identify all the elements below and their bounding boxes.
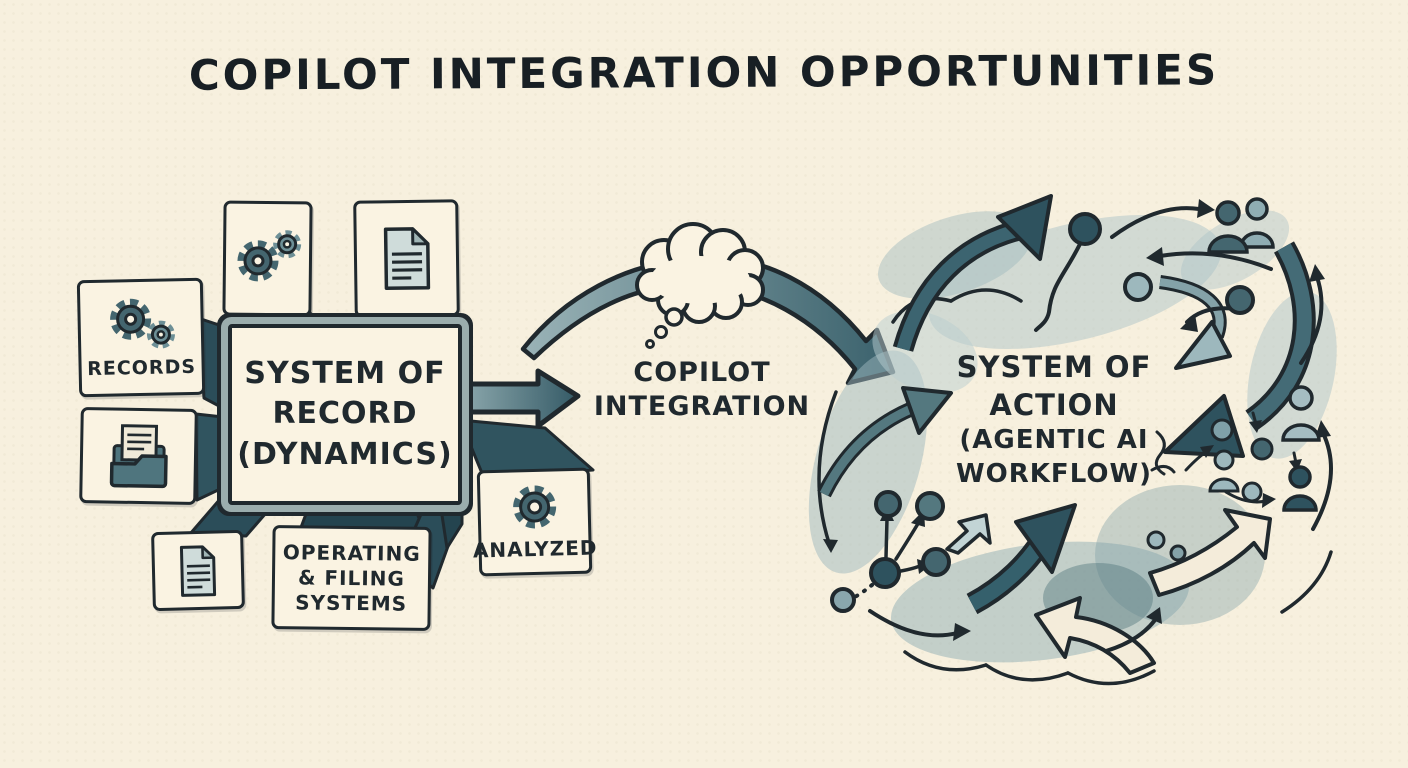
- system-of-record-line1: SYSTEM OF: [244, 355, 446, 391]
- system-of-record-line3: (DYNAMICS): [237, 436, 453, 472]
- copilot-integration-line1: COPILOT: [633, 357, 771, 388]
- person-icon: [1282, 465, 1318, 512]
- analyzed-box-label: ANALYZED: [472, 535, 598, 563]
- folder-box: [79, 406, 198, 506]
- system-of-action-line4: WORKFLOW): [955, 459, 1152, 490]
- system-of-action-line1: SYSTEM OF: [956, 350, 1152, 384]
- operating-box-line1: OPERATING: [282, 539, 421, 566]
- records-box-label: RECORDS: [87, 355, 197, 381]
- records-box: RECORDS: [76, 277, 206, 398]
- gear-icon: [512, 485, 556, 529]
- workflow-node-icons: [830, 212, 1274, 613]
- page-title: COPILOT INTEGRATION OPPORTUNITIES: [188, 45, 1220, 100]
- operating-box: OPERATING & FILING SYSTEMS: [271, 525, 432, 631]
- system-of-record-box: SYSTEM OF RECORD (DYNAMICS): [228, 324, 462, 505]
- operating-box-line3: SYSTEMS: [295, 589, 408, 616]
- gears-icon: [236, 229, 301, 281]
- system-of-action-line3: (AGENTIC AI: [959, 425, 1149, 456]
- straight-arrow-icon: [462, 368, 581, 429]
- scallop-arrowhead: [823, 539, 838, 553]
- operating-box-line2: & FILING: [297, 564, 406, 591]
- system-of-action-line2: ACTION: [989, 387, 1119, 422]
- copilot-integration-label: COPILOT INTEGRATION: [552, 356, 852, 424]
- analyzed-box: ANALYZED: [473, 467, 598, 577]
- gears-icon: [110, 298, 175, 349]
- system-of-action-label: SYSTEM OF ACTION (AGENTIC AI WORKFLOW): [904, 349, 1204, 492]
- copilot-integration-line2: INTEGRATION: [593, 390, 811, 422]
- document-icon: [179, 544, 217, 597]
- cluster-outline-scallops: [817, 288, 1333, 686]
- document-top-box: [353, 199, 460, 318]
- document-bottom-box: [151, 529, 245, 612]
- processing-box: [222, 200, 313, 317]
- thought-cloud-icon: [635, 222, 765, 349]
- people-icons: [1207, 197, 1321, 512]
- people-pair-icon: [1207, 197, 1275, 254]
- folder-icon: [109, 424, 168, 489]
- document-icon: [383, 226, 430, 290]
- swirl-arrow-icons: [817, 194, 1316, 675]
- system-of-record-line2: RECORD: [272, 396, 418, 432]
- person-icon: [1208, 449, 1240, 493]
- person-icon: [1281, 385, 1321, 442]
